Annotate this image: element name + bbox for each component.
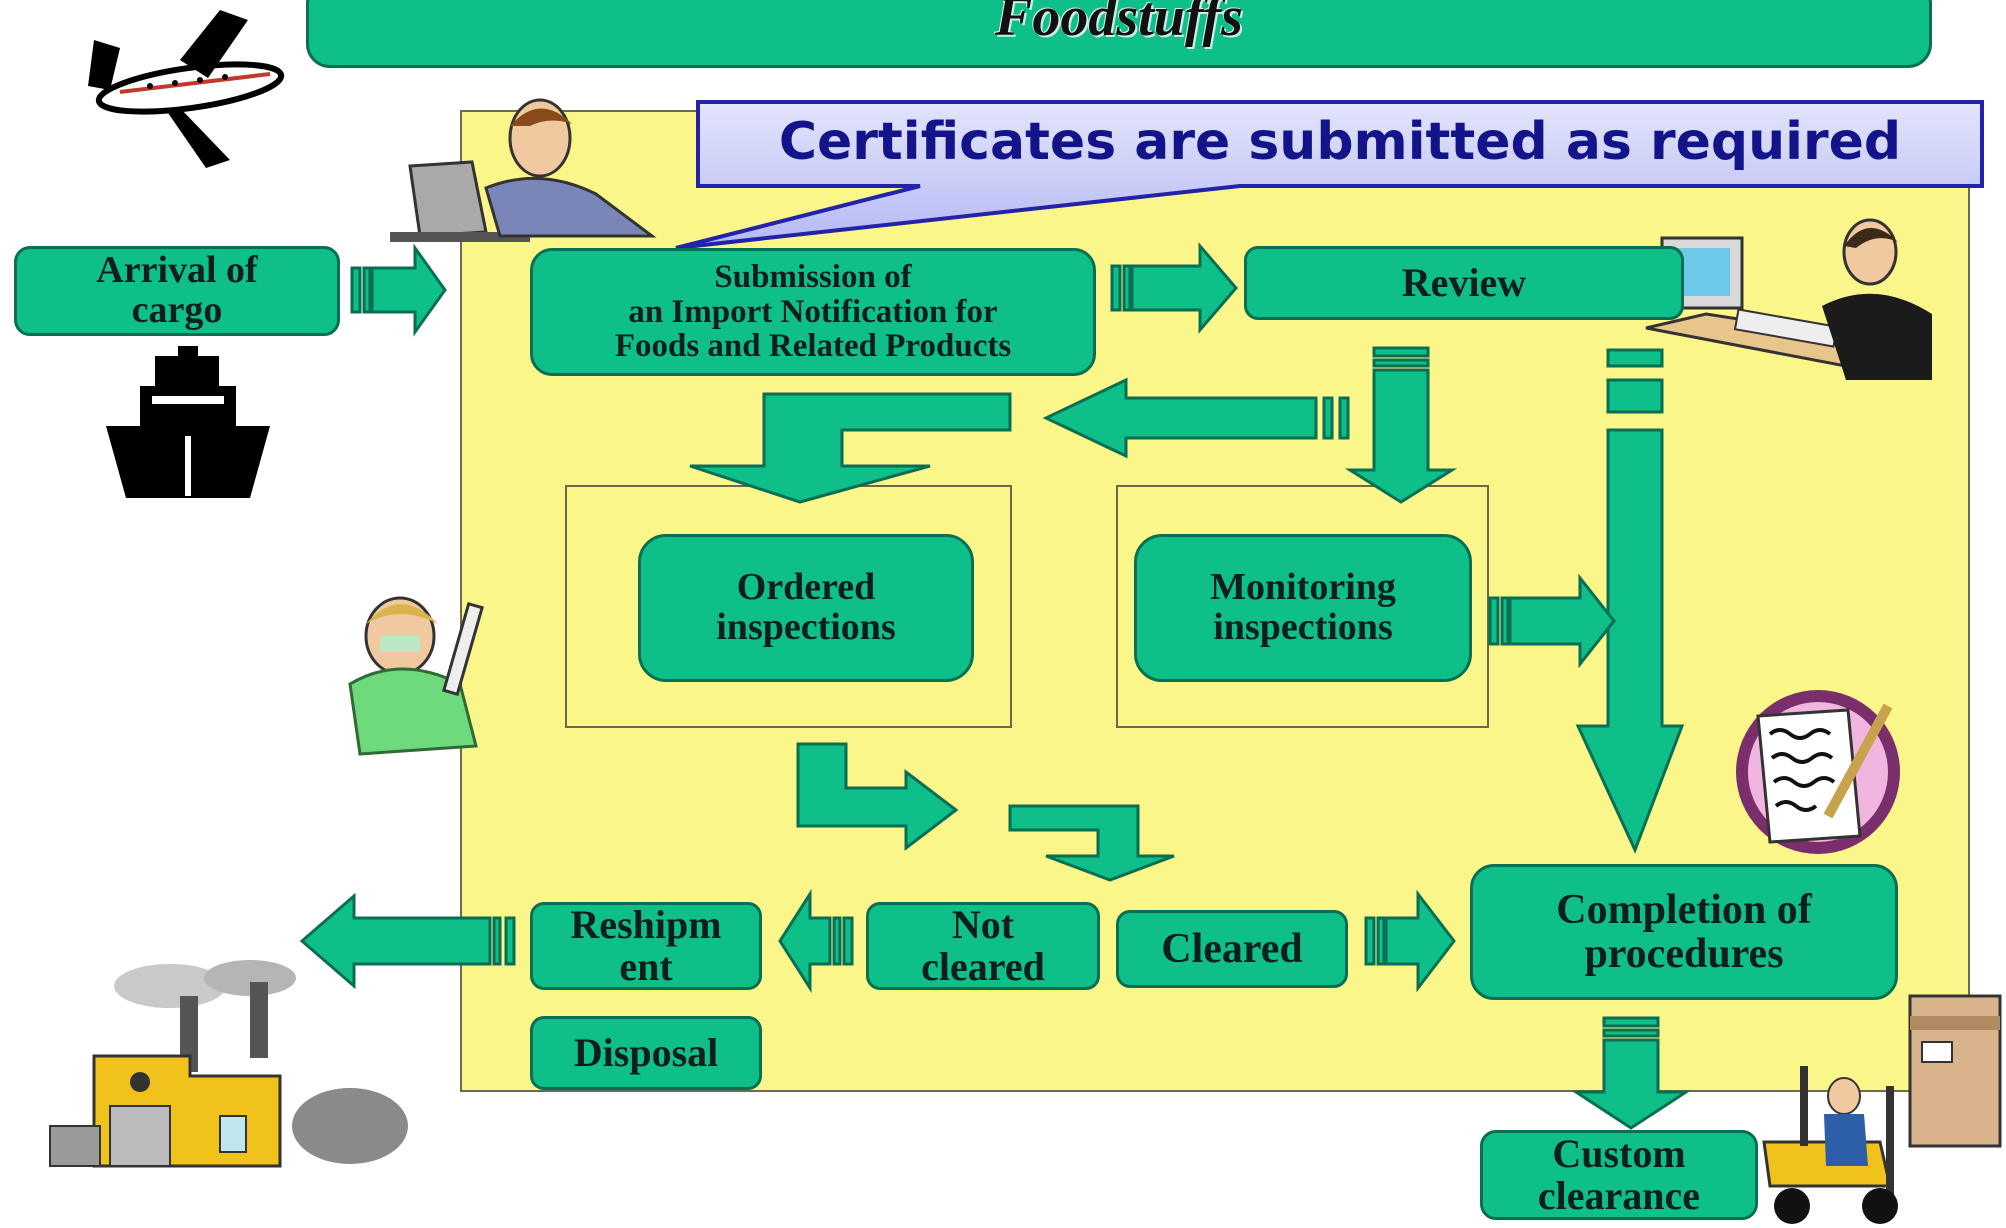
arrow-review-to-monitoring bbox=[1344, 346, 1458, 504]
arrow-monitoring-to-completion bbox=[1488, 573, 1616, 669]
arrow-arrival-to-submission bbox=[350, 243, 447, 337]
arrow-notcleared-to-reshipment bbox=[778, 888, 854, 994]
node-custom-clearance: Custom clearance bbox=[1480, 1130, 1758, 1220]
arrow-reshipment-out bbox=[299, 892, 516, 990]
arrow-completion-to-custom bbox=[1570, 1016, 1692, 1130]
title-bar: Foodstuffs bbox=[306, 0, 1932, 68]
node-monitoring-inspections: Monitoring inspections bbox=[1134, 534, 1472, 682]
monitoring-inspection-frame bbox=[1116, 485, 1489, 728]
node-cleared: Cleared bbox=[1116, 910, 1348, 988]
arrow-review-to-ordered bbox=[1042, 377, 1350, 459]
factory-icon bbox=[49, 960, 408, 1168]
person-at-computer-icon bbox=[1645, 218, 1932, 380]
arrow-cleared-to-completion bbox=[1364, 889, 1456, 993]
page-title: Foodstuffs bbox=[995, 0, 1243, 48]
certificate-icon bbox=[1736, 690, 1900, 854]
arrow-submission-to-review bbox=[1110, 241, 1238, 335]
node-disposal: Disposal bbox=[530, 1016, 762, 1090]
forklift-icon bbox=[1762, 994, 2002, 1224]
person-at-laptop-icon bbox=[390, 98, 657, 242]
arrow-into-ordered bbox=[689, 392, 1012, 504]
lab-technician-icon bbox=[348, 596, 484, 756]
node-not-cleared: Not cleared bbox=[866, 902, 1100, 990]
node-arrival-of-cargo: Arrival of cargo bbox=[14, 246, 340, 336]
callout-text: Certificates are submitted as required bbox=[778, 112, 1902, 172]
node-completion-of-procedures: Completion of procedures bbox=[1470, 864, 1898, 1000]
node-review: Review bbox=[1244, 246, 1684, 320]
node-submission: Submission of an Import Notification for… bbox=[530, 248, 1096, 376]
arrow-review-to-completion bbox=[1575, 348, 1685, 854]
node-reshipment: Reshipm ent bbox=[530, 902, 762, 990]
node-ordered-inspections: Ordered inspections bbox=[638, 534, 974, 682]
callout-bubble bbox=[675, 100, 1984, 250]
arrow-ordered-to-result bbox=[796, 742, 959, 852]
ship-icon bbox=[106, 346, 270, 498]
arrow-to-cleared bbox=[1008, 804, 1175, 882]
airplane-icon bbox=[88, 10, 285, 168]
